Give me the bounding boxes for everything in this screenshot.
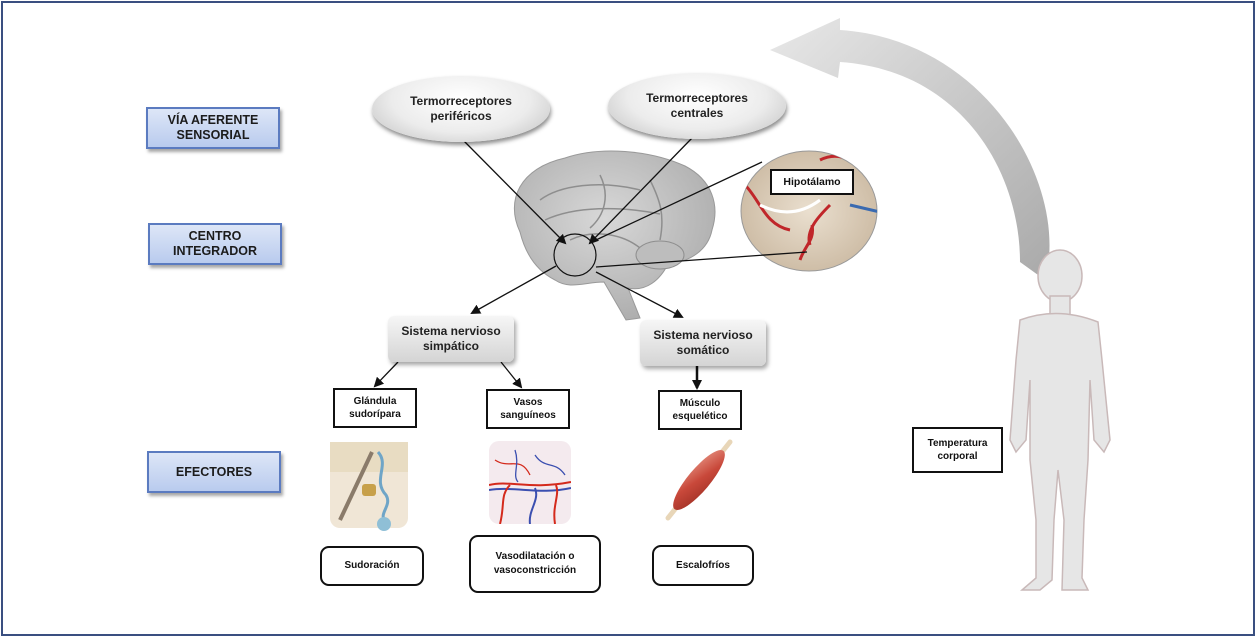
brain-illustration-icon	[513, 150, 716, 321]
somatic-nervous-system-node: Sistema nervioso somático	[640, 320, 766, 366]
human-silhouette-icon	[1009, 249, 1111, 591]
hypothalamus-highlight	[553, 233, 597, 277]
skeletal-muscle-illustration-icon	[665, 439, 733, 521]
feedback-arrow	[770, 18, 1050, 280]
stage-label-effectors: EFECTORES	[147, 451, 281, 493]
connector-lines	[373, 136, 808, 390]
stage-label-integrator: CENTRO INTEGRADOR	[148, 223, 282, 265]
body-temperature-node: Temperatura corporal	[912, 427, 1003, 473]
sweat-gland-node: Glándula sudorípara	[333, 388, 417, 428]
skeletal-muscle-node: Músculo esquelético	[658, 390, 742, 430]
vasomotor-response-node: Vasodilatación o vasoconstricción	[469, 535, 601, 593]
hypothalamus-label: Hipotálamo	[770, 169, 854, 195]
blood-vessels-node: Vasos sanguíneos	[486, 389, 570, 429]
central-thermoreceptors-node: Termorreceptores centrales	[608, 73, 786, 139]
shivering-response-node: Escalofríos	[652, 545, 754, 586]
sweating-response-node: Sudoración	[320, 546, 424, 586]
stage-label-afferent: VÍA AFERENTE SENSORIAL	[146, 107, 280, 149]
peripheral-thermoreceptors-node: Termorreceptores periféricos	[372, 76, 550, 142]
blood-vessels-illustration-icon	[489, 441, 571, 524]
sympathetic-nervous-system-node: Sistema nervioso simpático	[388, 316, 514, 362]
sweat-gland-illustration-icon	[330, 442, 408, 531]
